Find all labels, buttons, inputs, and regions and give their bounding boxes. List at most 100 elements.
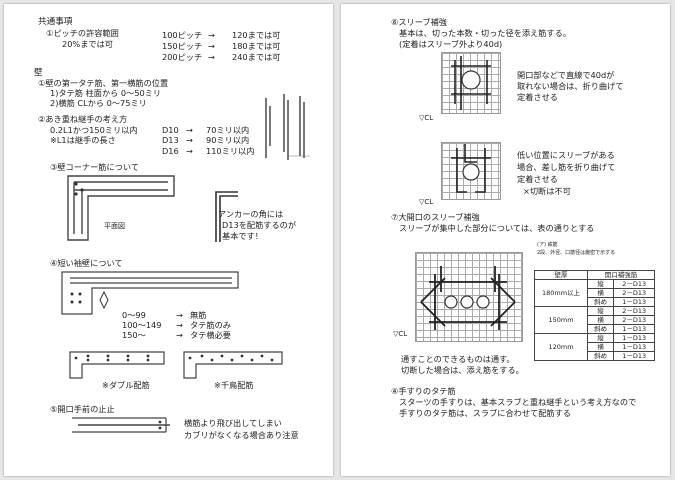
dir-cell: 横: [586, 315, 615, 325]
large-opening-grid: [415, 252, 523, 342]
opening-heading: ⑤開口手前の止止: [50, 404, 115, 414]
pitch-limit: 120までは可: [232, 30, 281, 40]
table-header: 壁厚: [534, 270, 588, 280]
short-range: 0～99: [122, 310, 146, 320]
bar-cell: 2－D13: [613, 315, 655, 325]
corner-heading: ③壁コーナー筋について: [50, 162, 139, 172]
common-title: 共通事項: [38, 17, 73, 27]
large-opening-heading: ⑦大開口のスリーブ補強: [391, 212, 480, 222]
anchor-note: アンカーの角には: [218, 209, 284, 219]
pitch-row: 150ピッチ: [162, 41, 203, 51]
opening-note: カブリがなくなる場合あり注意: [184, 430, 299, 440]
short-result: タテ筋のみ: [190, 320, 231, 330]
anchor-bar-drawing: [215, 191, 238, 242]
short-wall-heading: ④短い袖壁について: [50, 258, 123, 268]
short-result: タテ横必要: [190, 330, 231, 340]
bar-cell: 1－D13: [613, 351, 655, 361]
arrow: →: [176, 310, 183, 320]
double-label: ※ダブル配筋: [102, 380, 150, 390]
dir-cell: 横: [586, 342, 615, 352]
dir-cell: 縦: [586, 306, 615, 316]
pitch-limit: 240までは可: [232, 52, 281, 62]
arrow: →: [186, 146, 193, 156]
arrow: →: [186, 135, 193, 145]
pitch-limit: 180までは可: [232, 41, 281, 51]
opening-bar-drawing: [72, 417, 170, 433]
lap-limit: 90ミリ以内: [206, 135, 250, 145]
sleeve-case2: 定着させる: [517, 174, 558, 184]
table-header: 開口補強筋: [587, 270, 655, 280]
anchor-note: 基本です！: [222, 231, 263, 241]
lap-line: ※L1は継手の長さ: [50, 135, 116, 145]
cl-label: ▽CL: [419, 198, 434, 206]
handrail-heading: ④手すりのタテ筋: [391, 386, 456, 396]
cl-label: ▽CL: [419, 114, 434, 122]
dir-cell: 縦: [586, 333, 615, 343]
small-note: (ア) 鉄筋: [537, 242, 558, 248]
wall-thickness: 180mm以上: [534, 279, 588, 307]
dir-cell: 斜め: [586, 351, 615, 361]
sleeve-heading: ⑥スリーブ補強: [391, 17, 447, 27]
arrow: →: [208, 30, 215, 40]
sleeve-case1: 開口部などで直線で40dが: [517, 70, 615, 80]
corner-plan-drawing: [67, 175, 175, 241]
zigzag-label: ※千鳥配筋: [214, 380, 254, 390]
short-range: 150～: [122, 330, 146, 340]
handrail-line: スターツの手すりは、基本スラブと重ね継手という考え方なので: [399, 397, 637, 407]
dir-cell: 斜め: [586, 297, 615, 307]
lap-heading: ②あき重ね継手の考え方: [38, 114, 128, 124]
arrow: →: [186, 125, 193, 135]
first-bar-heading: ①壁の第一タテ筋、第一横筋の位置: [38, 78, 169, 88]
left-page: 共通事項 ①ピッチの許容範囲 20%までは可 100ピッチ → 120までは可 …: [4, 4, 333, 476]
first-bar-line: 2)横筋 CLから 0～75ミリ: [50, 98, 147, 108]
sleeve-case2: 場合、差し筋を折り曲げて: [517, 162, 616, 172]
pitch-row: 200ピッチ: [162, 52, 203, 62]
pitch-row: 100ピッチ: [162, 30, 203, 40]
sleeve-line: (定着はスリーブ外より40d): [399, 39, 503, 49]
pitch-heading: ①ピッチの許容範囲: [46, 28, 119, 38]
lap-line: 0.2L1かつ150ミリ以内: [50, 125, 138, 135]
bar-cell: 2－D13: [613, 279, 655, 289]
bar-cell: 1－D13: [613, 324, 655, 334]
short-range: 100～149: [122, 320, 162, 330]
wall-title: 壁: [34, 68, 43, 78]
arrow: →: [208, 52, 215, 62]
sleeve-line: 基本は、切った本数・切った径を添え筋する。: [399, 28, 571, 38]
dir-cell: 横: [586, 288, 615, 298]
small-note: 2段、外径、口筋径は厳密で示する: [537, 250, 616, 256]
pitch-note: 20%までは可: [62, 39, 113, 49]
handrail-line: 手すりのタテ筋は、スラブに合わせて配筋する: [399, 408, 571, 418]
short-wall-drawing: [61, 271, 239, 315]
sleeve-grid-2: [441, 142, 501, 200]
opening-note: 横筋より飛び出してしまい: [184, 418, 282, 428]
first-bar-line: 1)タテ筋 柱面から 0～50ミリ: [50, 88, 162, 98]
large-opening-note: 切断した場合は、添え筋をする。: [401, 365, 524, 375]
bar-cell: 2－D13: [613, 306, 655, 316]
sleeve-case2: 低い位置にスリーブがある: [517, 150, 615, 160]
wall-thickness: 120mm: [534, 333, 588, 361]
dir-cell: 縦: [586, 279, 615, 289]
sleeve-rebar-1: [451, 56, 491, 110]
bar-cell: 1－D13: [613, 297, 655, 307]
cl-label: ▽CL: [393, 330, 408, 338]
sleeve-case2: ×切断は不可: [523, 186, 571, 196]
sleeve-case1: 取れない場合は、折り曲げて: [517, 81, 624, 91]
lap-splice-diagram: [265, 94, 310, 160]
sleeve-rebar-2: [451, 144, 491, 193]
large-opening-rebar: [420, 266, 516, 330]
lap-bar: D13: [162, 135, 179, 145]
anchor-note: D13を配筋するのが: [222, 220, 297, 230]
wall-thickness: 150mm: [534, 306, 588, 334]
bar-cell: 1－D13: [613, 333, 655, 343]
right-page: ⑥スリーブ補強 基本は、切った本数・切った径を添え筋する。 (定着はスリーブ外よ…: [341, 4, 670, 476]
arrow: →: [208, 41, 215, 51]
bar-cell: 1－D13: [613, 342, 655, 352]
dir-cell: 斜め: [586, 324, 615, 334]
bar-cell: 2－D13: [613, 288, 655, 298]
sleeve-case1: 定着させる: [517, 92, 558, 102]
lap-limit: 70ミリ以内: [206, 125, 250, 135]
lap-limit: 110ミリ以内: [206, 146, 255, 156]
short-result: 無筋: [190, 310, 207, 320]
double-rebar-drawing: [69, 351, 165, 379]
